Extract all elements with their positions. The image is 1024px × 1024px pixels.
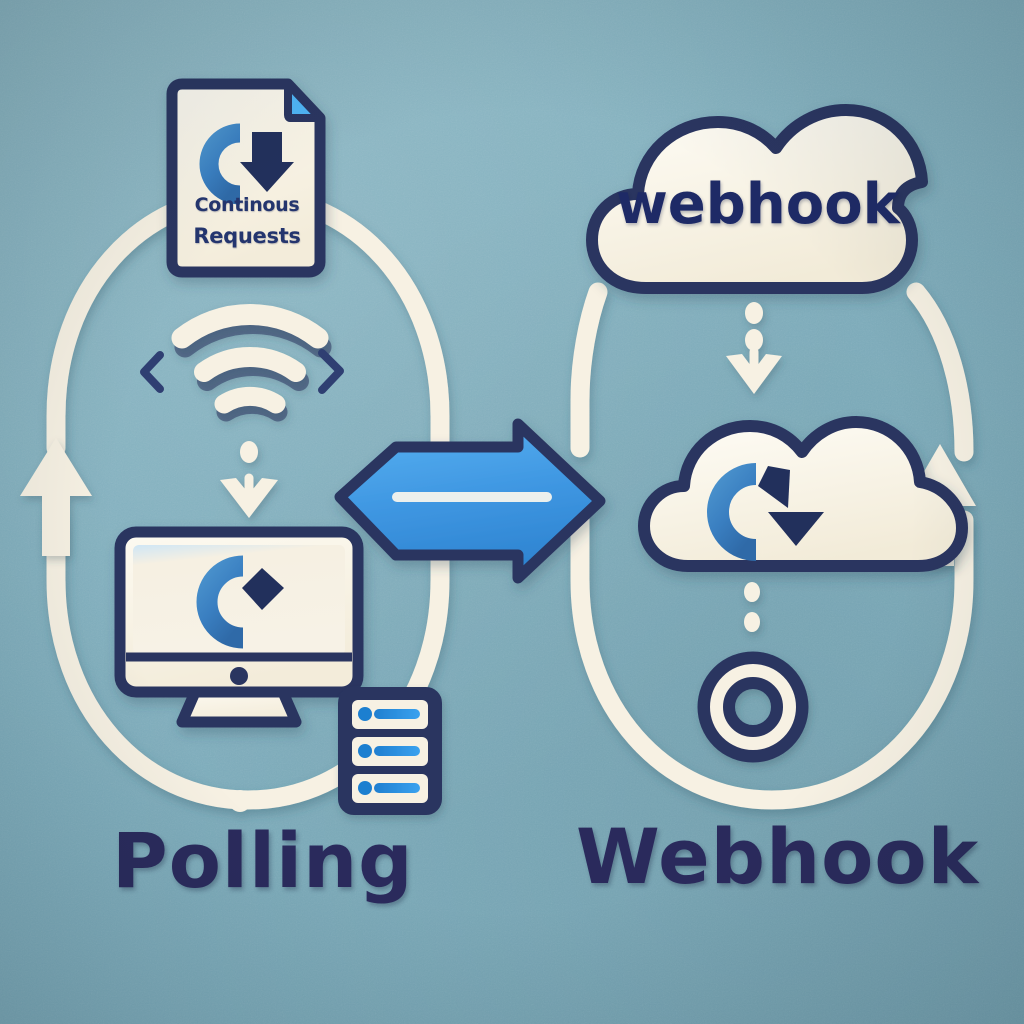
- document-line-1: Continous: [194, 194, 300, 216]
- webhook-cycle-loop: [570, 282, 974, 810]
- wifi-signal-icon: [171, 304, 332, 422]
- webhook-cloud[interactable]: [586, 104, 928, 294]
- target-ring-icon[interactable]: [697, 651, 809, 763]
- loop-up-arrow-left: [20, 438, 92, 556]
- wifi-left-chevron-icon: [140, 351, 164, 393]
- dotted-down-arrow-bottom: [744, 582, 760, 632]
- server-rack-icon[interactable]: [338, 687, 442, 815]
- refresh-sync-icon-document: [199, 123, 294, 205]
- polling-caption: Polling: [112, 816, 414, 905]
- refresh-sync-icon: [196, 555, 284, 649]
- document-line-2: Requests: [193, 224, 301, 248]
- dotted-down-arrow: [220, 441, 278, 518]
- wifi-right-chevron-icon: [318, 349, 344, 394]
- cloud-sync-icon[interactable]: [638, 416, 968, 572]
- transition-arrow-right[interactable]: [334, 418, 606, 584]
- desktop-monitor-icon[interactable]: [114, 526, 364, 728]
- refresh-sync-icon-cloud: [707, 463, 824, 561]
- document-text-block: Continous Requests: [176, 78, 318, 268]
- webhook-cloud-label: webhook: [616, 172, 900, 237]
- webhook-caption: Webhook: [576, 812, 980, 901]
- dotted-down-arrow-top: [726, 302, 782, 394]
- continuous-requests-document[interactable]: [166, 78, 326, 278]
